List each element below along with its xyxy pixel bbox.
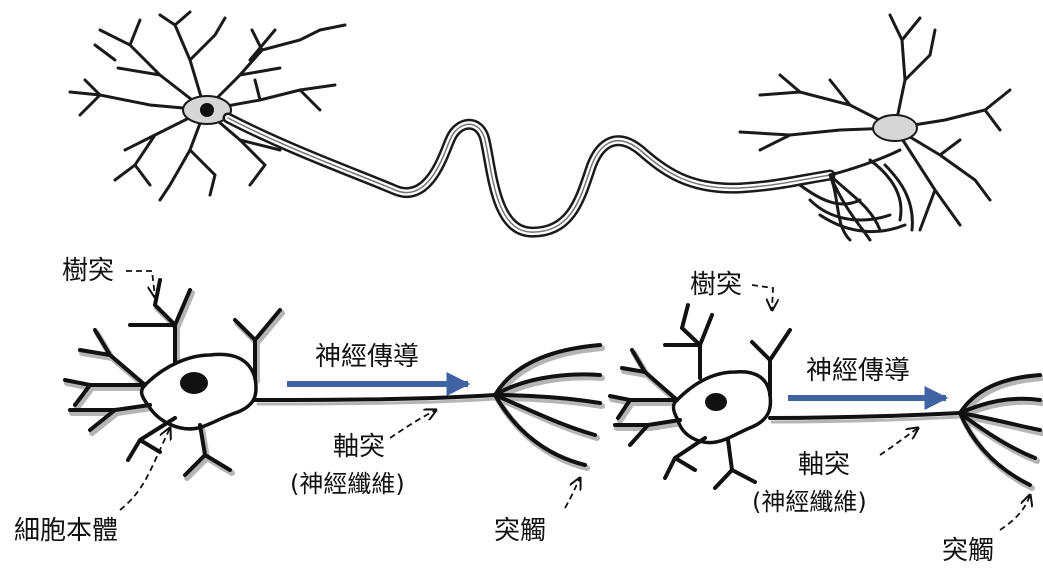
right-axon-alt-label: (神經纖維)	[752, 490, 867, 514]
right-conduction-label: 神經傳導	[806, 358, 910, 384]
right-nucleus	[705, 393, 727, 411]
left-axon	[255, 395, 495, 400]
right-axon-label: 軸突	[798, 452, 850, 478]
right-terminal-label: 突觸	[942, 538, 994, 564]
left-axon-alt-label: (神經纖維)	[290, 472, 405, 496]
left-conduction-label: 神經傳導	[315, 344, 419, 370]
left-soma-label: 細胞本體	[14, 518, 118, 544]
left-terminal-label: 突觸	[494, 518, 546, 544]
left-nucleus	[180, 372, 208, 394]
left-dendrite-label: 樹突	[62, 258, 114, 284]
top-axon	[228, 118, 830, 232]
right-dendrite-label: 樹突	[690, 272, 742, 298]
left-axon-label: 軸突	[333, 434, 385, 460]
top-neuron-sketch	[70, 12, 1010, 240]
